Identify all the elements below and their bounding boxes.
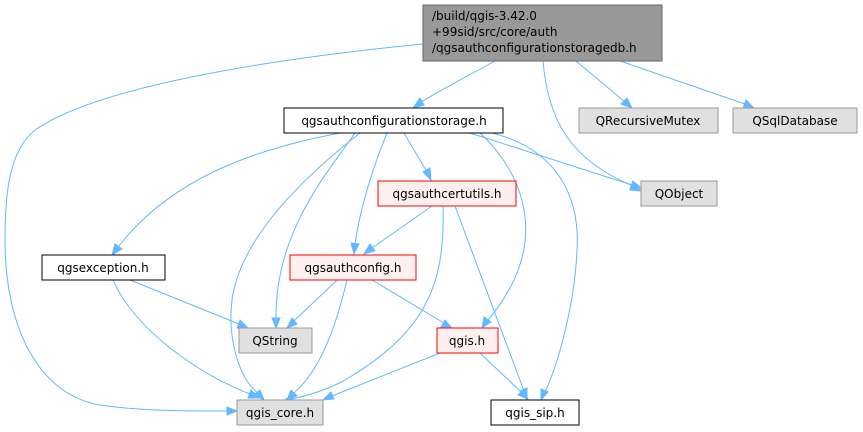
node-authconfig-label: qgsauthconfig.h (305, 261, 402, 275)
node-core-label: qgis_core.h (246, 406, 314, 420)
edge-root-to-storage (411, 60, 496, 109)
node-sqldb-label: QSqlDatabase (752, 114, 837, 128)
node-qobject-label: QObject (655, 187, 704, 201)
edge-authconfig-to-core (286, 279, 348, 401)
node-root-line-3: /qgsauthconfigurationstoragedb.h (432, 41, 637, 55)
edge-storage-to-authconfig (350, 132, 388, 256)
node-root-line-1: /build/qgis-3.42.0 (432, 9, 537, 23)
node-qobject[interactable]: QObject (640, 180, 718, 207)
edge-storage-to-qobject (469, 132, 643, 190)
node-qgs-exception[interactable]: qgsexception.h (41, 254, 166, 281)
edge-layer (4, 43, 756, 416)
edge-storage-to-qstring (271, 132, 356, 330)
edge-authconfig-to-qgis (371, 279, 454, 329)
node-root-line-2: +99sid/src/core/auth (432, 25, 557, 39)
node-qgis[interactable]: qgis.h (436, 327, 499, 354)
node-auth-cert-utils[interactable]: qgsauthcertutils.h (377, 180, 517, 207)
node-qgis-label: qgis.h (449, 334, 485, 348)
node-qsqldatabase[interactable]: QSqlDatabase (732, 107, 858, 134)
edge-certutils-to-authconfig (362, 205, 433, 255)
node-qstring-label: QString (252, 334, 297, 348)
node-mutex-label: QRecursiveMutex (596, 114, 701, 128)
node-sip-label: qgis_sip.h (505, 406, 564, 420)
edge-storage-to-qgis (479, 132, 526, 330)
edge-exception-to-qstring (129, 279, 250, 329)
edge-root-to-mutex (575, 60, 634, 109)
edge-storage-to-sip (491, 132, 578, 402)
edge-root-to-sqldb (619, 60, 756, 109)
node-qgis-core[interactable]: qgis_core.h (236, 399, 324, 426)
edge-authconfig-to-qstring (285, 279, 338, 329)
node-root-header[interactable]: /build/qgis-3.42.0 +99sid/src/core/auth … (422, 4, 663, 62)
node-qrecursivemutex[interactable]: QRecursiveMutex (578, 107, 719, 134)
node-certutils-label: qgsauthcertutils.h (392, 187, 501, 201)
node-qstring[interactable]: QString (238, 327, 313, 354)
edge-storage-to-certutils (403, 132, 432, 182)
edge-certutils-to-sip (454, 205, 528, 402)
edge-exception-to-core (112, 279, 261, 399)
node-layer: /build/qgis-3.42.0 +99sid/src/core/auth … (41, 4, 858, 426)
edge-qgis-to-core (321, 352, 441, 401)
node-auth-configuration-storage[interactable]: qgsauthconfigurationstorage.h (283, 107, 504, 134)
node-exception-label: qgsexception.h (57, 261, 149, 275)
edge-qgis-to-sip (479, 352, 529, 400)
node-storage-label: qgsauthconfigurationstorage.h (301, 114, 486, 128)
edge-root-to-core (4, 43, 424, 416)
edge-storage-to-exception (111, 132, 341, 257)
edge-certutils-to-core (281, 205, 444, 404)
node-auth-config[interactable]: qgsauthconfig.h (289, 254, 417, 281)
node-qgis-sip[interactable]: qgis_sip.h (490, 399, 580, 426)
